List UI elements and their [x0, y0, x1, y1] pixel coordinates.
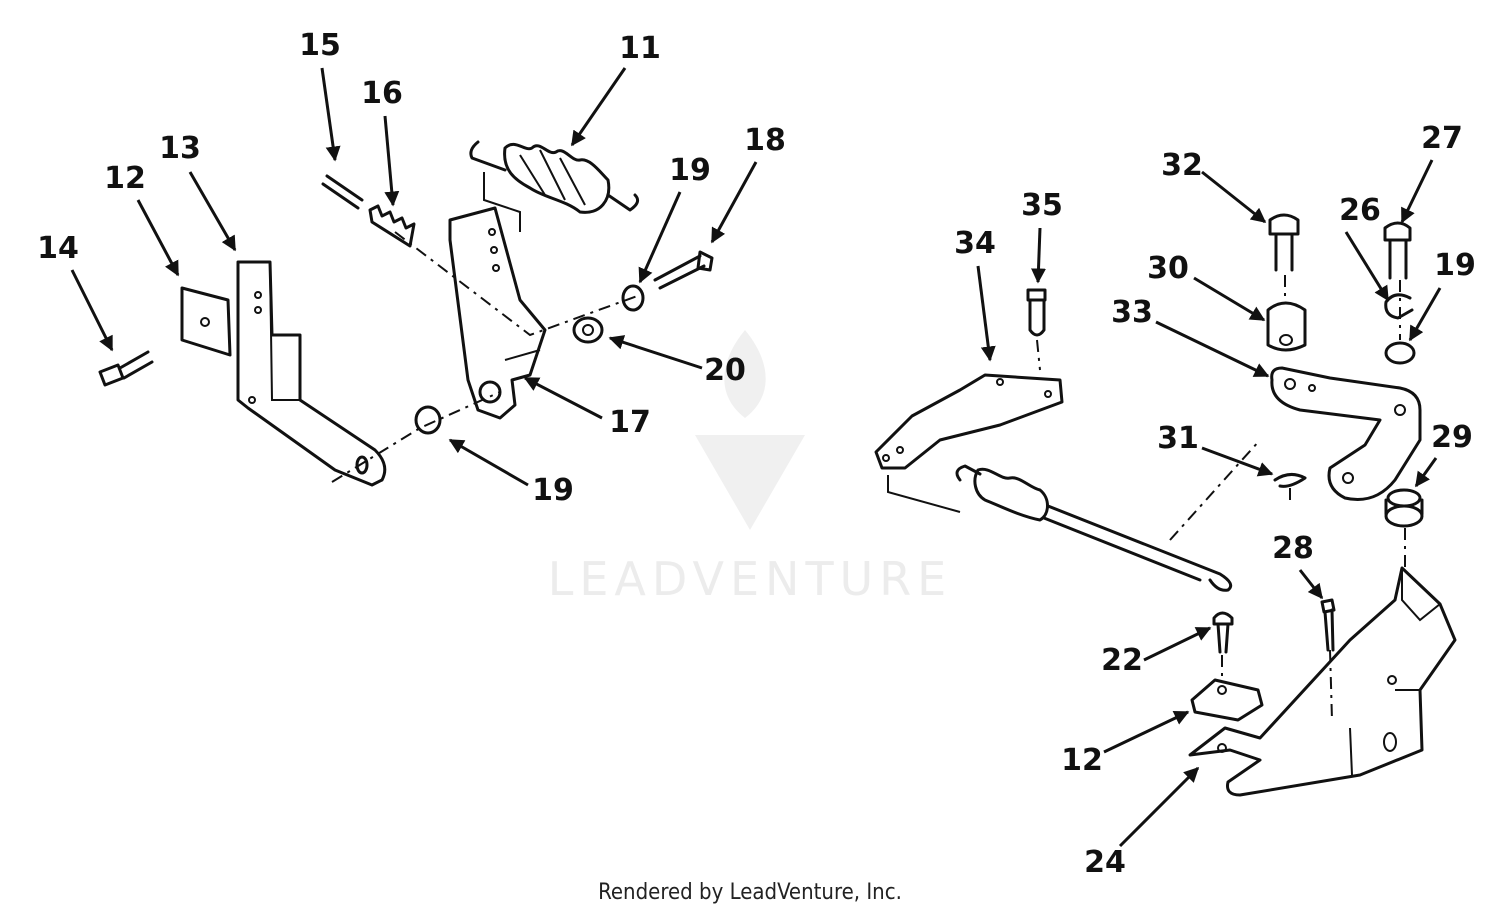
- callout-17: 17: [609, 405, 651, 440]
- part-34-plate: [874, 373, 1064, 513]
- spring-long: [955, 464, 1233, 592]
- callout-27: 27: [1421, 121, 1463, 156]
- part-31-clip: [1273, 473, 1307, 488]
- callout-32: 32: [1161, 148, 1203, 183]
- callout-28: 28: [1272, 531, 1314, 566]
- callouts: 11 15 16 13 12 14 19 18 20 17 19 34: [37, 28, 1476, 880]
- callout-19-lower: 19: [532, 473, 574, 508]
- part-19-washer-right: [1384, 341, 1416, 365]
- part-11-spring: [469, 140, 640, 232]
- callout-35: 35: [1021, 188, 1063, 223]
- callout-26: 26: [1339, 193, 1381, 228]
- part-22-rivet: [1212, 611, 1234, 654]
- callout-20: 20: [704, 353, 746, 388]
- callout-11: 11: [619, 31, 661, 66]
- part-24-bracket: [1188, 566, 1457, 797]
- callout-24: 24: [1084, 845, 1126, 880]
- part-27-bolt: [1383, 221, 1412, 280]
- callout-34: 34: [954, 226, 996, 261]
- part-12-clip: [180, 286, 232, 357]
- part-19-washer-lower: [414, 405, 442, 435]
- watermark-text: LEADVENTURE: [548, 552, 953, 606]
- part-26-clip: [1384, 293, 1414, 320]
- callout-19-right: 19: [1434, 248, 1476, 283]
- callout-16: 16: [361, 76, 403, 111]
- part-12-clip-right: [1190, 678, 1264, 722]
- part-29-bushing: [1384, 488, 1424, 528]
- part-32-bolt: [1268, 213, 1300, 272]
- callout-15: 15: [299, 28, 341, 63]
- callout-19-upper: 19: [669, 153, 711, 188]
- callout-13: 13: [159, 131, 201, 166]
- part-20-spacer: [572, 316, 604, 344]
- part-18-bolt: [653, 250, 714, 290]
- callout-22: 22: [1101, 643, 1143, 678]
- callout-33: 33: [1111, 295, 1153, 330]
- callout-29: 29: [1431, 420, 1473, 455]
- watermark-logo: LEADVENTURE: [548, 330, 953, 606]
- part-14-bolt: [98, 350, 154, 387]
- footer-credit: Rendered by LeadVenture, Inc.: [598, 880, 902, 905]
- callout-18: 18: [744, 123, 786, 158]
- part-13-bracket: [236, 260, 387, 487]
- part-17-lever: [448, 206, 547, 420]
- part-19-washer-upper: [621, 284, 645, 312]
- part-16-spring: [368, 204, 416, 248]
- part-15-screw: [321, 174, 364, 210]
- part-35-pin: [1026, 288, 1047, 371]
- callout-12-right: 12: [1061, 743, 1103, 778]
- part-33-arm: [1270, 366, 1422, 501]
- callout-14: 14: [37, 231, 79, 266]
- callout-12-left: 12: [104, 161, 146, 196]
- callout-31: 31: [1157, 421, 1199, 456]
- part-30-ferrule: [1266, 301, 1307, 352]
- part-28-pin: [1320, 598, 1336, 652]
- callout-30: 30: [1147, 251, 1189, 286]
